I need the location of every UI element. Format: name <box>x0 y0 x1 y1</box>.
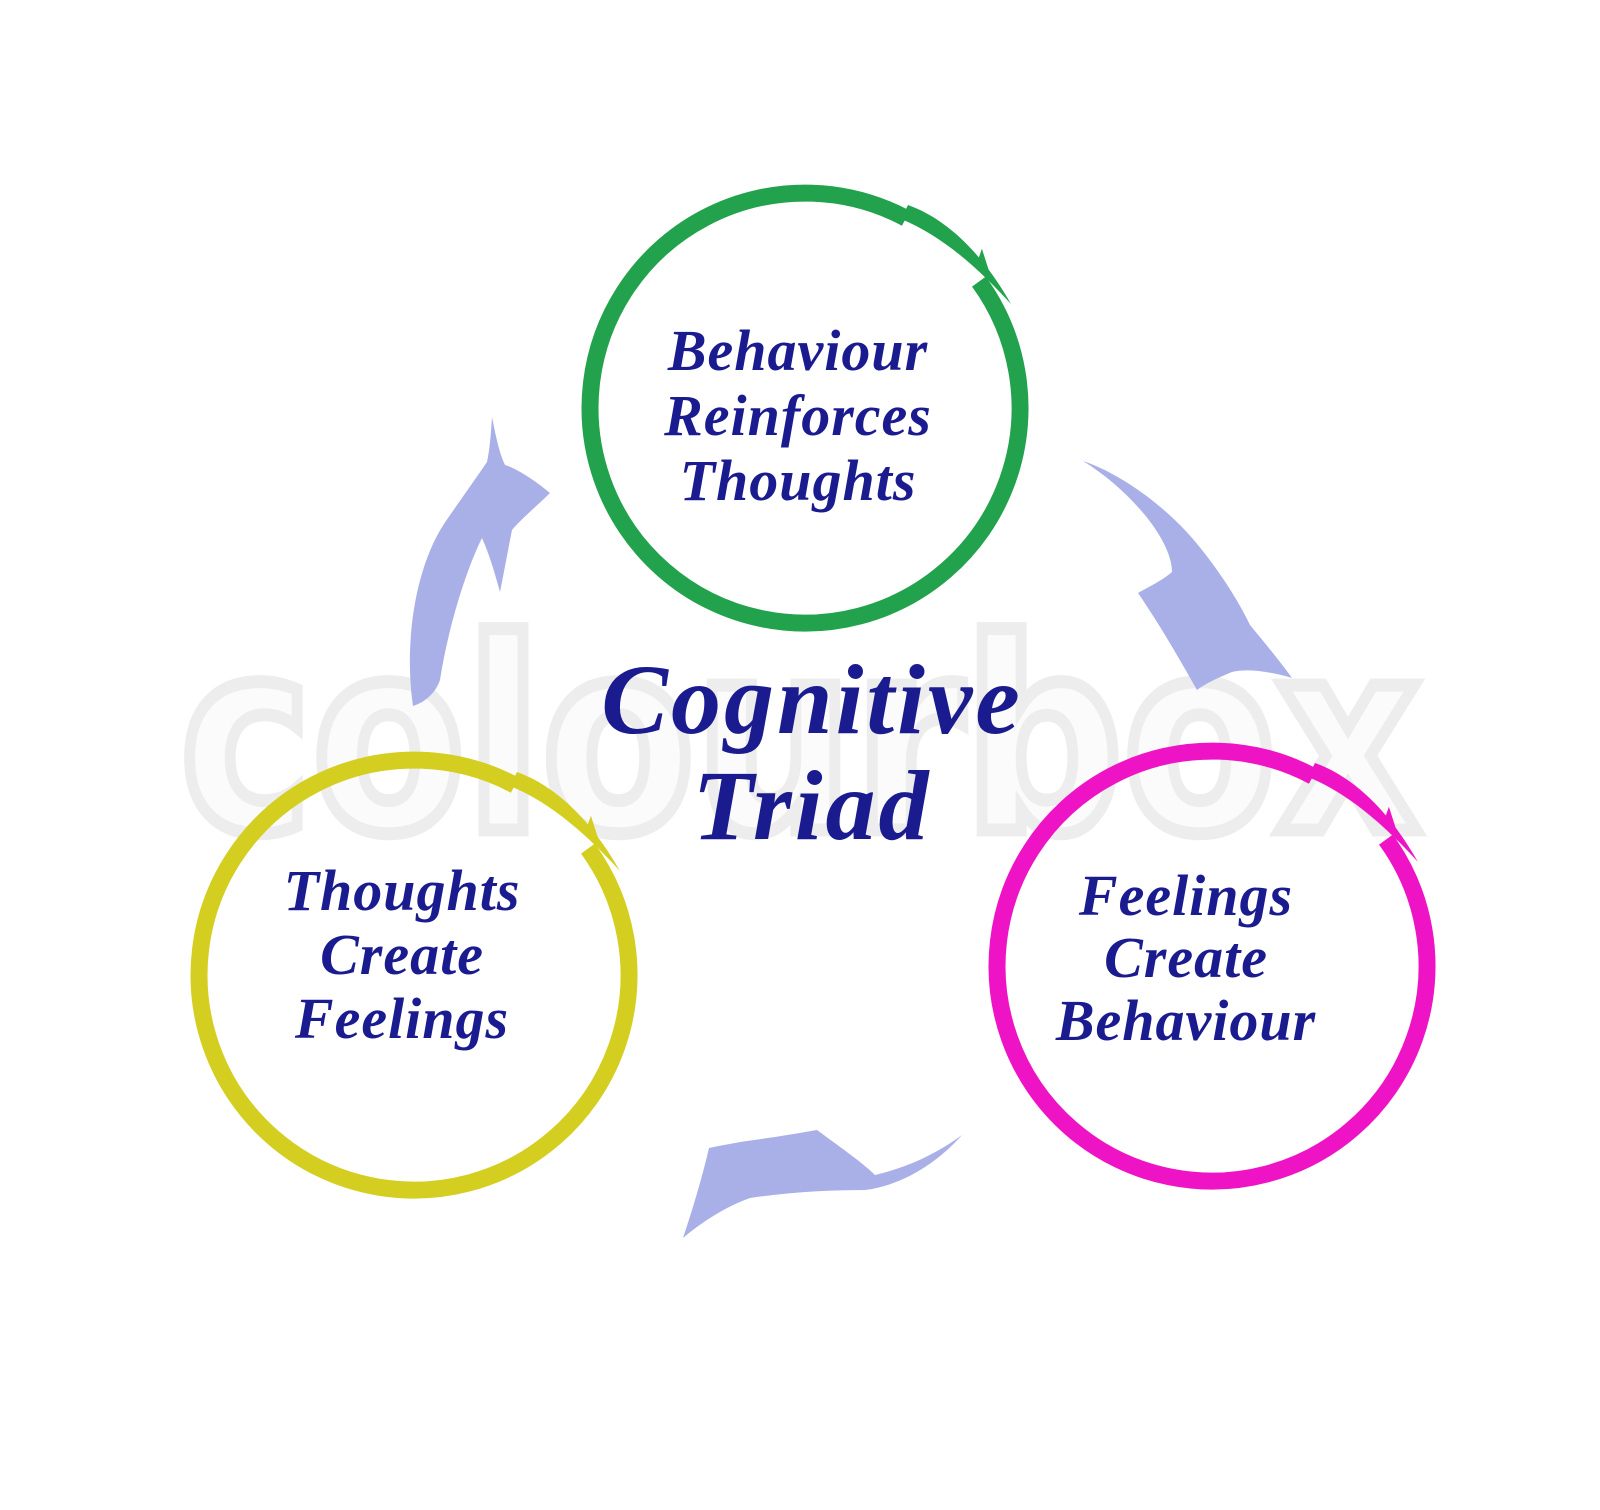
diagram-title: Cognitive Triad <box>601 644 1022 861</box>
circle-right-label-line-3: Behaviour <box>1055 988 1316 1053</box>
circle-left-label-line-3: Feelings <box>294 986 509 1051</box>
circle-top: Behaviour Reinforces Thoughts <box>590 193 1020 623</box>
circle-right-label-line-1: Feelings <box>1078 863 1293 928</box>
circle-right-label-line-2: Create <box>1104 925 1268 990</box>
arrow-top-to-right-icon <box>1083 461 1292 690</box>
arrow-right-to-left-icon <box>683 1130 962 1238</box>
title-line-1: Cognitive <box>601 644 1022 755</box>
circle-top-label-line-1: Behaviour <box>667 318 928 383</box>
circle-top-label-line-2: Reinforces <box>663 383 932 448</box>
title-line-2: Triad <box>692 750 931 861</box>
arrow-left-to-top-icon <box>409 417 550 706</box>
circle-top-label-line-3: Thoughts <box>680 448 917 513</box>
circle-left-label-line-1: Thoughts <box>284 858 521 923</box>
circle-left: Thoughts Create Feelings <box>199 760 629 1190</box>
circle-left-label-line-2: Create <box>320 922 484 987</box>
circle-right: Feelings Create Behaviour <box>997 751 1427 1181</box>
